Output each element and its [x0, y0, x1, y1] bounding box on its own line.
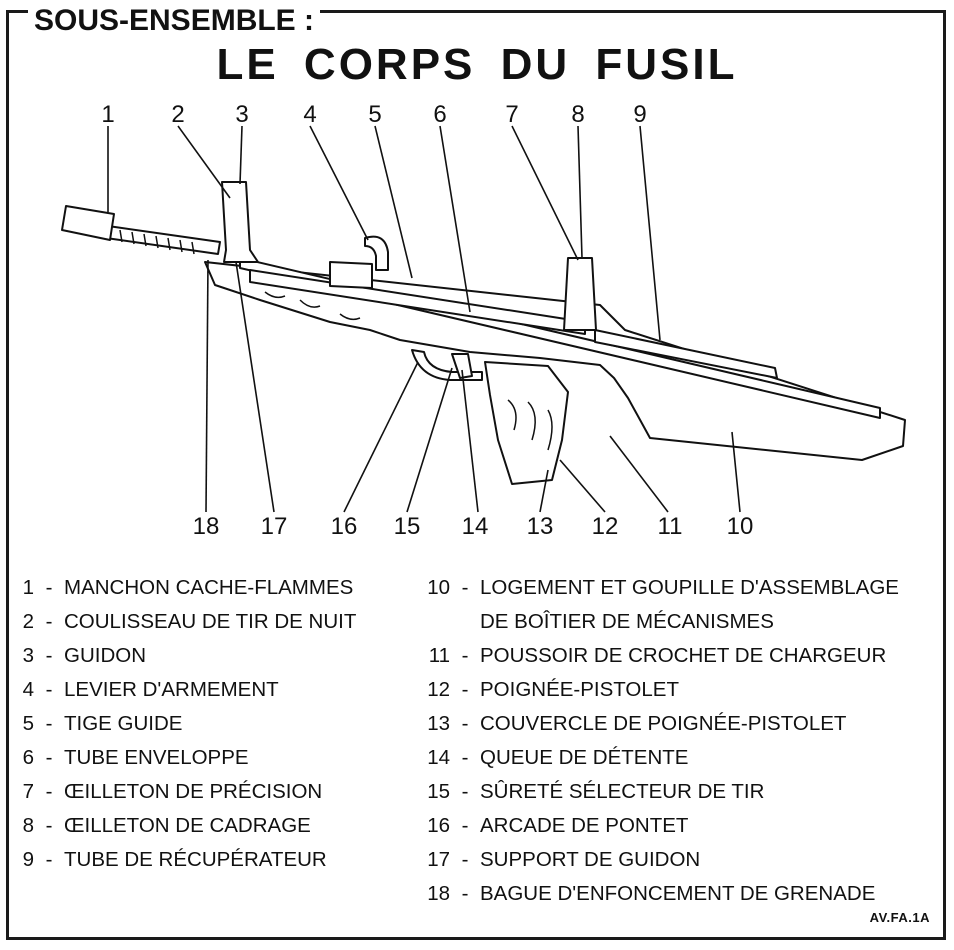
callout-11: 11: [658, 513, 683, 540]
callout-18: 18: [193, 513, 220, 540]
diagram-frame: [6, 10, 946, 940]
callout-10: 10: [727, 513, 754, 540]
pistol-grip: [484, 361, 569, 485]
legend-right: 10-LOGEMENT ET GOUPILLE D'ASSEMBLAGE DE …: [420, 571, 899, 911]
legend-item: 18-BAGUE D'ENFONCEMENT DE GRENADE: [427, 882, 876, 905]
rifle-illustration: 1 2 3 4 5 6 7 8 9 10 11 12 13 14 15 16 1…: [61, 101, 906, 540]
flash-hider: [61, 205, 115, 241]
callout-5: 5: [368, 101, 381, 128]
callout-1: 1: [101, 101, 114, 128]
legend-item: 3-GUIDON: [22, 644, 146, 667]
callout-9: 9: [633, 101, 646, 128]
legend-item: 4-LEVIER D'ARMEMENT: [22, 678, 279, 701]
legend-item: 10-LOGEMENT ET GOUPILLE D'ASSEMBLAGE: [427, 576, 899, 599]
callout-16: 16: [331, 513, 358, 540]
callout-14: 14: [462, 513, 489, 540]
callout-4: 4: [303, 101, 316, 128]
legend-item: 5-TIGE GUIDE: [22, 712, 183, 735]
callout-7: 7: [505, 101, 518, 128]
callout-2: 2: [171, 101, 184, 128]
legend-item-continuation: DE BOÎTIER DE MÉCANISMES: [480, 610, 774, 633]
trigger: [451, 353, 473, 379]
legend-item: 14-QUEUE DE DÉTENTE: [427, 746, 689, 769]
legend-item: 17-SUPPORT DE GUIDON: [427, 848, 701, 871]
front-sight: [221, 181, 259, 263]
legend-item: 13-COUVERCLE DE POIGNÉE-PISTOLET: [427, 712, 847, 735]
legend-item: 16-ARCADE DE PONTET: [427, 814, 689, 837]
legend-item: 12-POIGNÉE-PISTOLET: [427, 678, 679, 701]
callout-17: 17: [261, 513, 288, 540]
legend-item: 6-TUBE ENVELOPPE: [22, 746, 249, 769]
callout-8: 8: [571, 101, 584, 128]
callout-3: 3: [235, 101, 248, 128]
subtitle: SOUS-ENSEMBLE :: [28, 2, 321, 40]
legend-item: 7-ŒILLETON DE PRÉCISION: [22, 780, 323, 803]
callout-13: 13: [527, 513, 554, 540]
receiver-block: [329, 261, 373, 289]
callout-12: 12: [592, 513, 619, 540]
legend-left: 1-MANCHON CACHE-FLAMMES 2-COULISSEAU DE …: [20, 571, 357, 877]
reference-code: AV.FA.1A: [869, 910, 930, 925]
legend-item: 1-MANCHON CACHE-FLAMMES: [22, 576, 354, 599]
legend-item: 11-POUSSOIR DE CROCHET DE CHARGEUR: [428, 644, 887, 667]
legend-item: 15-SÛRETÉ SÉLECTEUR DE TIR: [427, 780, 765, 803]
rear-sight: [563, 257, 597, 331]
legend-item: 8-ŒILLETON DE CADRAGE: [22, 814, 311, 837]
callout-6: 6: [433, 101, 446, 128]
legend-item: 9-TUBE DE RÉCUPÉRATEUR: [22, 848, 327, 871]
page-title: LE CORPS DU FUSIL: [216, 40, 738, 89]
legend-item: 2-COULISSEAU DE TIR DE NUIT: [22, 610, 357, 633]
callout-15: 15: [394, 513, 421, 540]
recuperator-tube: [594, 329, 778, 379]
charging-handle: [364, 235, 389, 271]
barrel: [105, 225, 221, 255]
